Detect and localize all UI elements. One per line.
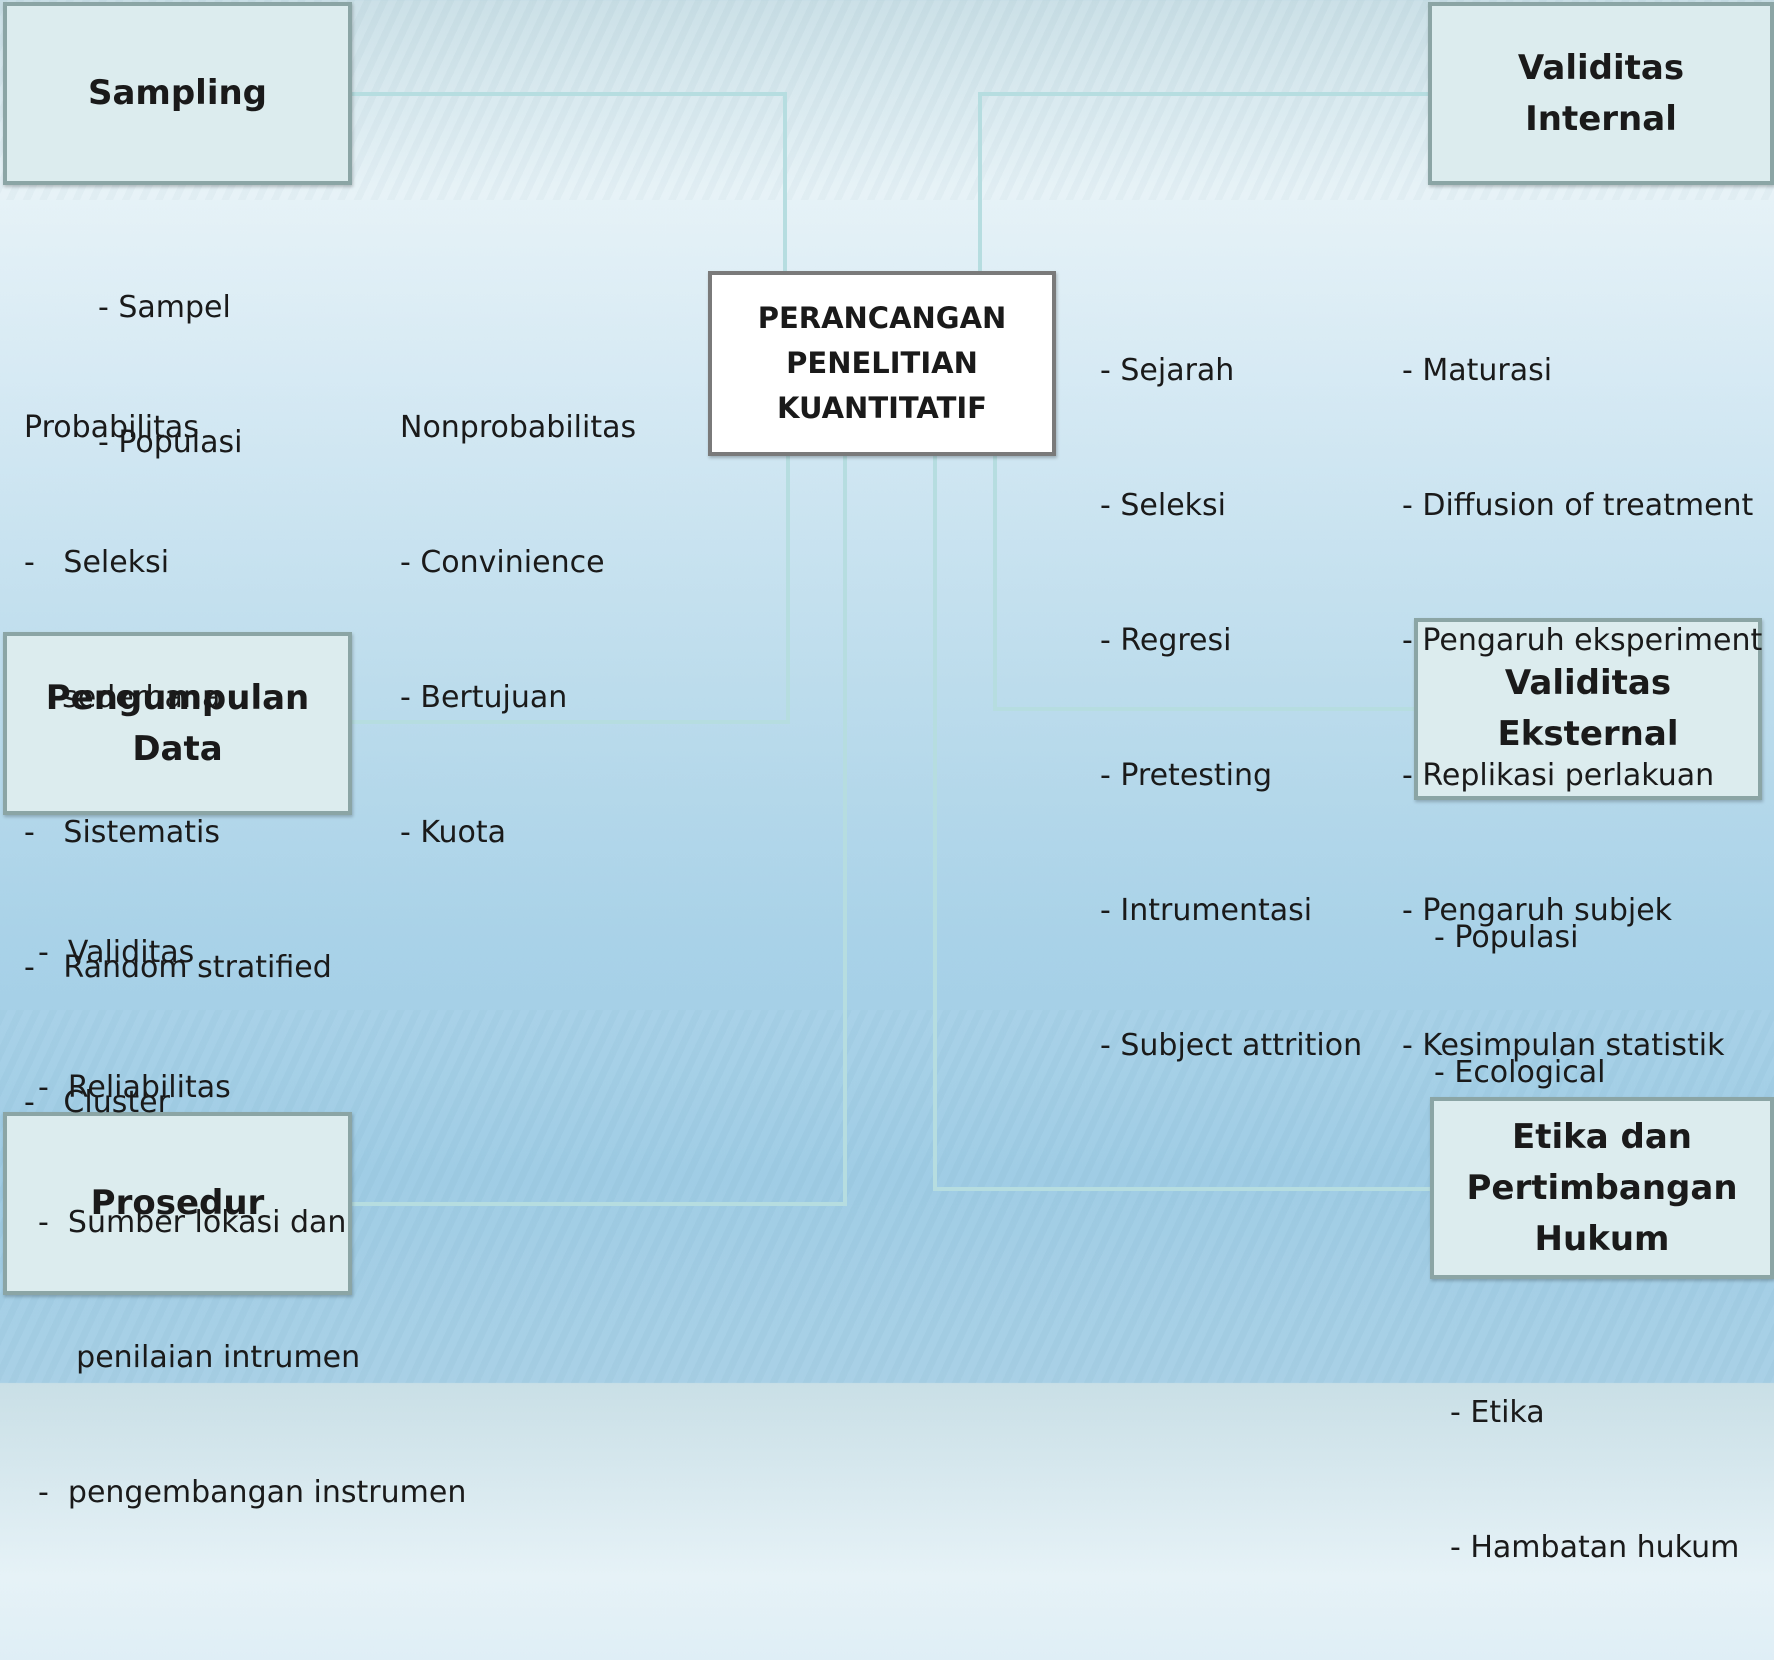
connector-lines [352,92,1430,1206]
pengumpulan-data-list: - Validitas - Reliabilitas - Sumber loka… [38,840,466,1605]
validitas-eksternal-list: - Populasi - Ecological [1434,825,1605,1185]
list-item: - Populasi [98,425,243,460]
etika-label: Etika dan Pertimbangan Hukum [1466,1116,1738,1259]
list-item: - pengembangan instrumen [38,1475,467,1510]
list-item: - Kesimpulan statistik [1402,1028,1725,1063]
connector-etika [933,456,1430,1191]
list-item: sederhana [24,680,221,715]
sampling-items-list: - Sampel - Populasi [98,195,242,555]
list-item: - Sumber lokasi dan [38,1205,347,1240]
list-item: - Replikasi perlakuan [1402,758,1715,793]
list-item: - Hambatan hukum [1450,1530,1740,1565]
validitas-internal-list-2: - Maturasi - Diffusion of treatment - Pe… [1402,258,1762,1158]
list-item: - Etika [1450,1395,1545,1430]
etika-box: Etika dan Pertimbangan Hukum [1430,1097,1774,1279]
list-item: - Pengaruh eksperiment [1402,623,1763,658]
validitas-internal-box: Validitas Internal [1428,2,1774,185]
list-item: - Validitas [38,935,195,970]
list-item: - Maturasi [1402,353,1553,388]
sampling-label: Sampling [87,73,268,113]
list-item: - Populasi [1434,920,1579,955]
probabilitas-list: Probabilitas - Seleksi sederhana - Siste… [24,315,332,1215]
list-item: - Random stratified [24,950,332,985]
nonprobabilitas-list: Nonprobabilitas - Convinience - Bertujua… [400,315,636,945]
list-item: - Sampel [98,290,231,325]
etika-list: - Etika - Hambatan hukum [1450,1300,1739,1660]
connector-prosedur [352,456,847,1206]
list-item: - Regresi [1100,623,1232,658]
list-heading: Nonprobabilitas [400,410,637,445]
connector-validitas-internal [978,92,1428,271]
validitas-internal-label: Validitas Internal [1517,47,1685,139]
pengumpulan-data-box: Pengumpulan Data [3,632,352,815]
list-item: - Diffusion of treatment [1402,488,1754,523]
validitas-eksternal-box: Validitas Eksternal [1414,618,1762,800]
list-item: - Pretesting [1100,758,1273,793]
list-item: - Seleksi [24,545,170,580]
list-item: - Reliabilitas [38,1070,231,1105]
list-item: - Convinience [400,545,605,580]
list-heading: Probabilitas [24,410,199,445]
list-item: - Bertujuan [400,680,568,715]
list-item: - Ecological [1434,1055,1606,1090]
list-item: penilaian intrumen [38,1340,361,1375]
list-item: - Cluster [24,1085,170,1120]
pengumpulan-data-label: Pengumpulan Data [45,677,310,769]
prosedur-label: Prosedur [90,1183,265,1223]
list-item: - Sejarah [1100,353,1235,388]
connector-validitas-eksternal [993,456,1414,711]
central-topic-label: PERANCANGAN PENELITIAN KUANTITATIF [757,301,1007,425]
connector-pengumpulan [352,456,790,724]
validitas-internal-list-1: - Sejarah - Seleksi - Regresi - Pretesti… [1100,258,1362,1158]
list-item: - Seleksi [1100,488,1226,523]
connector-sampling [352,92,787,271]
sampling-box: Sampling [3,2,352,185]
diagram-canvas: Sampling Validitas Internal Pengumpulan … [0,0,1774,1565]
central-topic-box: PERANCANGAN PENELITIAN KUANTITATIF [708,271,1056,456]
list-item: - Kuota [400,815,507,850]
list-item: - Pengaruh subjek [1402,893,1673,928]
list-item: - Subject attrition [1100,1028,1363,1063]
list-item: - Intrumentasi [1100,893,1313,928]
prosedur-box: Prosedur [3,1112,352,1295]
list-item: - Sistematis [24,815,220,850]
validitas-eksternal-label: Validitas Eksternal [1497,663,1679,754]
